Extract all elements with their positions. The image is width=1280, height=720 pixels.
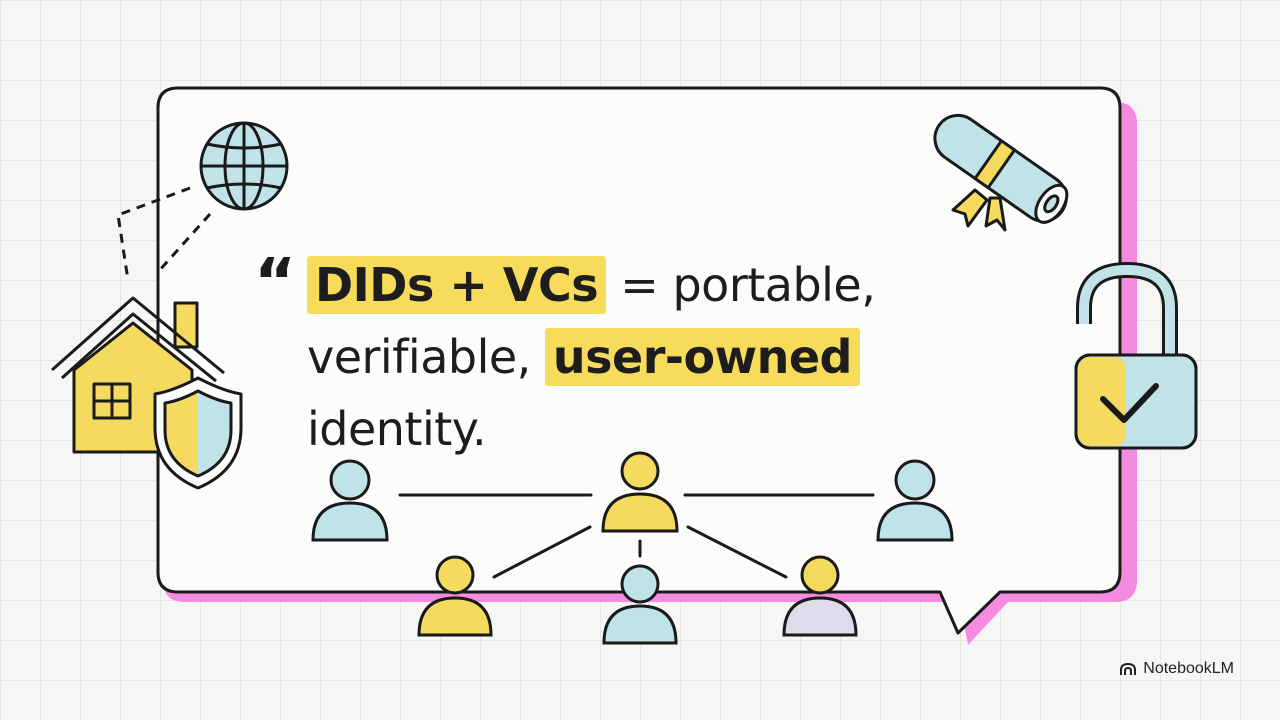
person-icon (311, 459, 389, 542)
person-icon (876, 459, 954, 542)
person-icon (417, 555, 493, 637)
branding: NotebookLM (1119, 660, 1234, 678)
quote-line-2: verifiable, user-owned (307, 328, 860, 386)
quote-mark: “ (254, 246, 296, 320)
quote-line-3: identity. (307, 402, 487, 456)
person-icon (601, 451, 679, 533)
diploma-icon (933, 113, 1069, 232)
person-icon (602, 564, 678, 645)
checkmark-icon (1100, 383, 1159, 423)
branding-label: NotebookLM (1143, 660, 1234, 677)
globe-icon (199, 121, 289, 211)
quote-line-1: DIDs + VCs = portable, (307, 256, 876, 314)
padlock-icon (1074, 262, 1198, 450)
highlight-user-owned: user-owned (544, 328, 860, 386)
quote-line-1-text: = portable, (606, 258, 876, 312)
network-connections (398, 493, 875, 579)
highlight-dids-vcs: DIDs + VCs (307, 256, 607, 314)
quote-line-2-text: verifiable, (307, 330, 545, 384)
notebooklm-logo-icon (1120, 662, 1137, 675)
dashed-connector (116, 186, 212, 281)
shield-icon (153, 376, 243, 490)
person-icon (782, 555, 858, 637)
